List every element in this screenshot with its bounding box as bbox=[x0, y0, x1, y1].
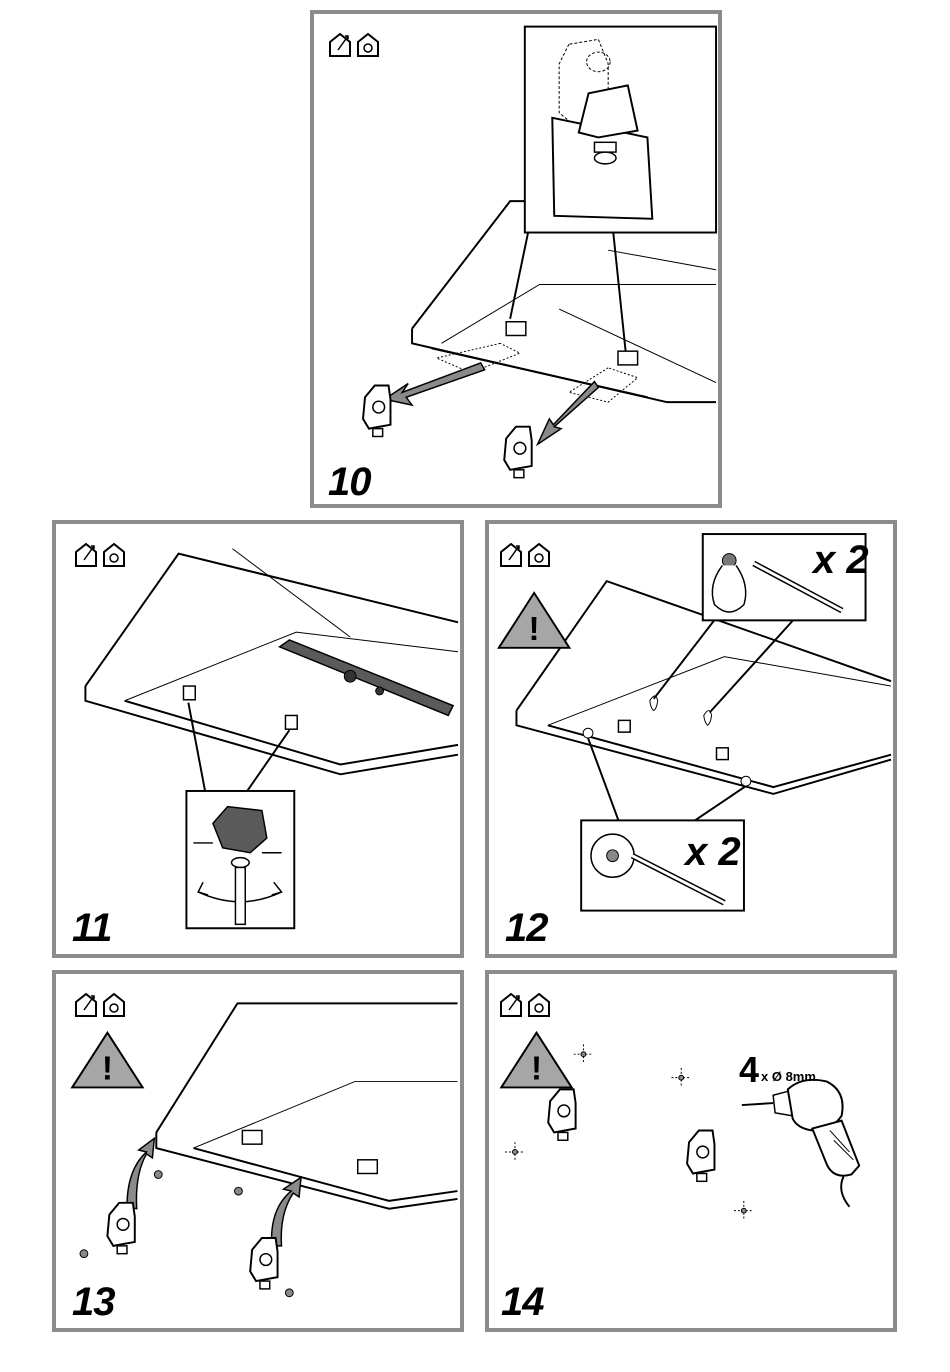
bracket-inset bbox=[186, 791, 294, 928]
svg-text:!: ! bbox=[102, 1051, 113, 1088]
step-11-panel: 11 bbox=[52, 520, 464, 958]
wall-bracket-icon bbox=[548, 1089, 575, 1140]
wall-bracket-icon bbox=[250, 1238, 277, 1289]
step-11-illustration bbox=[56, 524, 460, 954]
step-number: 14 bbox=[501, 1282, 544, 1322]
hood-outline bbox=[85, 549, 458, 775]
svg-text:!: ! bbox=[529, 611, 540, 648]
multiplier-top: x 2 bbox=[813, 540, 869, 580]
hood-outline bbox=[156, 1003, 457, 1208]
wall-bracket-icon bbox=[687, 1130, 714, 1181]
house-install-icon bbox=[74, 542, 134, 568]
drill-count: 4 bbox=[739, 1052, 759, 1088]
step-13-panel: ! 13 bbox=[52, 970, 464, 1332]
house-install-icon bbox=[499, 992, 559, 1018]
step-number: 11 bbox=[72, 908, 112, 948]
svg-text:!: ! bbox=[531, 1051, 542, 1088]
house-install-icon bbox=[328, 32, 388, 58]
step-number: 13 bbox=[72, 1282, 115, 1322]
step-14-panel: ! bbox=[485, 970, 897, 1332]
multiplier-bottom: x 2 bbox=[685, 832, 741, 872]
arrow-left bbox=[385, 363, 485, 405]
step-14-illustration: ! bbox=[489, 974, 893, 1328]
wall-bracket-icon bbox=[504, 427, 531, 478]
step-10-panel: 10 bbox=[310, 10, 722, 508]
wall-bracket-icon bbox=[363, 385, 390, 436]
warning-triangle-icon: ! bbox=[501, 1033, 571, 1088]
power-drill-icon bbox=[742, 1080, 859, 1207]
warning-triangle-icon: ! bbox=[499, 593, 570, 648]
warning-triangle-icon: ! bbox=[72, 1033, 142, 1088]
magnifier-inset bbox=[510, 27, 716, 354]
step-12-panel: ! x 2 x 2 12 bbox=[485, 520, 897, 958]
step-number: 12 bbox=[505, 908, 548, 948]
grease-filter bbox=[280, 640, 454, 716]
wall-bracket-icon bbox=[107, 1203, 134, 1254]
arrow-right bbox=[538, 382, 599, 445]
house-install-icon bbox=[499, 542, 559, 568]
step-10-illustration bbox=[314, 14, 718, 504]
step-13-illustration: ! bbox=[56, 974, 460, 1328]
screwdriver-icon bbox=[235, 867, 245, 924]
step-number: 10 bbox=[328, 462, 371, 502]
house-install-icon bbox=[74, 992, 134, 1018]
drill-spec: x Ø 8mm bbox=[761, 1070, 816, 1083]
step-12-illustration: ! bbox=[489, 524, 893, 954]
